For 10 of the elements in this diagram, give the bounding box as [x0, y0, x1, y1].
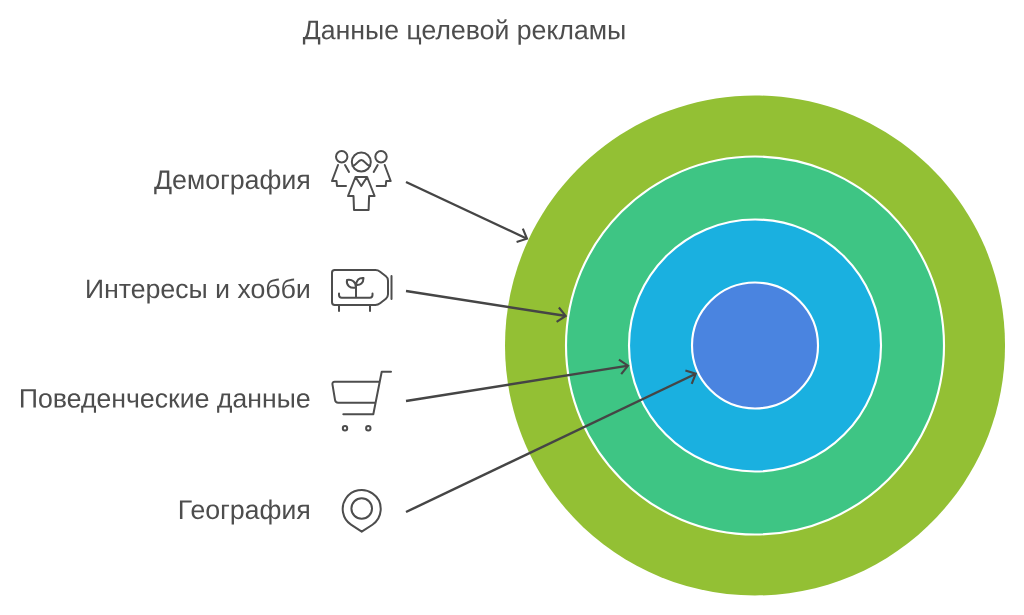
arrow — [405, 180, 529, 243]
category-label: Поведенческие данные — [21, 389, 310, 413]
arrow — [405, 289, 568, 323]
arrow — [405, 358, 630, 403]
category-label: География — [179, 499, 309, 525]
category-label: Интересы и хобби — [87, 278, 309, 304]
bullseye-circle — [690, 281, 820, 410]
category-label: Демография — [154, 169, 309, 195]
arrow — [405, 369, 698, 514]
title: Данные целевой рекламы — [302, 19, 625, 45]
